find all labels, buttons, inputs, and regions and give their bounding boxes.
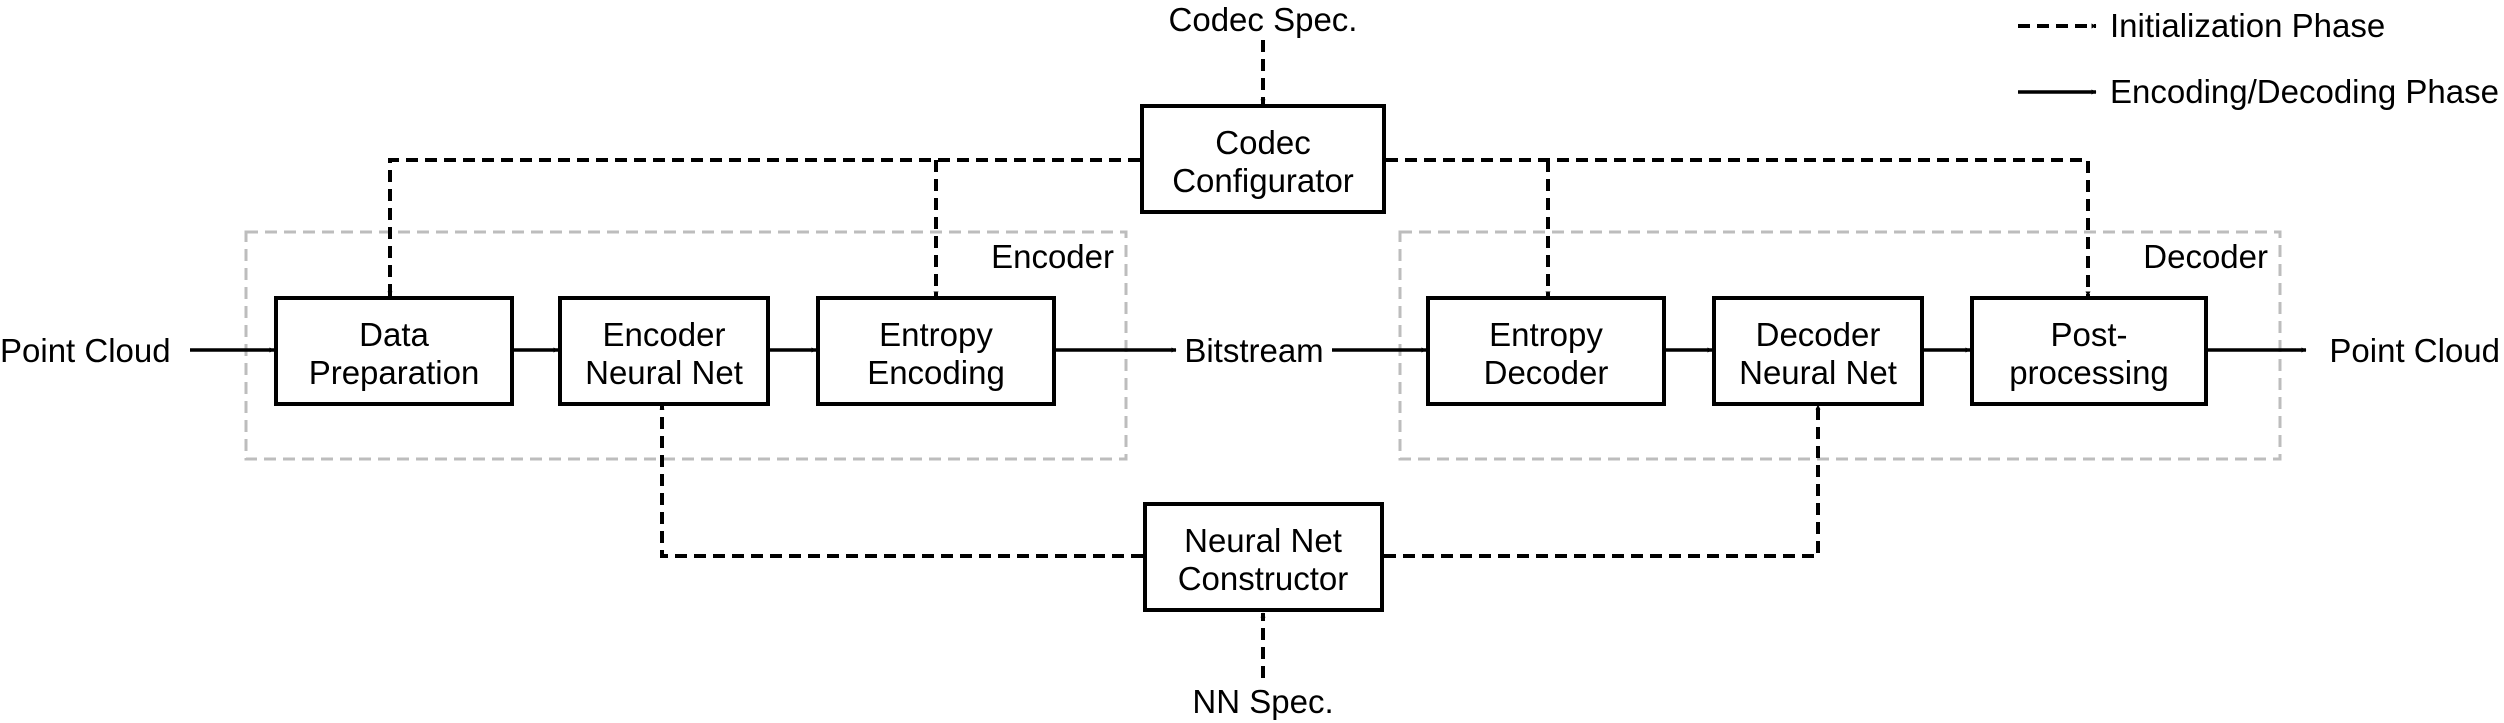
output-point-cloud-label: Point Cloud <box>2329 332 2500 369</box>
svg-text:Entropy: Entropy <box>879 316 993 353</box>
svg-text:Encoder: Encoder <box>603 316 726 353</box>
data-preparation-block: Data Preparation <box>274 296 514 406</box>
constructor-to-decoder-nn-line <box>1384 404 1821 558</box>
svg-text:processing: processing <box>2009 354 2169 391</box>
svg-text:Neural Net: Neural Net <box>1184 522 1342 559</box>
config-to-data-preparation-line <box>387 158 1140 297</box>
encoder-neural-net-block: Encoder Neural Net <box>558 296 770 406</box>
neural-net-constructor-block: Neural Net Constructor <box>1143 502 1384 612</box>
svg-text:Entropy: Entropy <box>1489 316 1603 353</box>
nn-spec-label: NN Spec. <box>1192 683 1333 720</box>
decoder-neural-net-block: Decoder Neural Net <box>1712 296 1924 406</box>
svg-text:Decoder: Decoder <box>1756 316 1881 353</box>
svg-text:Neural Net: Neural Net <box>585 354 743 391</box>
constructor-to-encoder-nn-line <box>659 404 1143 558</box>
svg-text:Preparation: Preparation <box>309 354 480 391</box>
codec-spec-label: Codec Spec. <box>1169 1 1358 38</box>
encoder-group-boundary <box>244 230 1128 461</box>
bitstream-label: Bitstream <box>1184 332 1323 369</box>
entropy-encoding-block: Entropy Encoding <box>816 296 1056 406</box>
config-to-post-processing-line <box>1386 158 2091 297</box>
legend-encoding-decoding-label: Encoding/Decoding Phase <box>2110 73 2499 110</box>
svg-text:Codec: Codec <box>1215 124 1310 161</box>
legend-initialization-label: Initialization Phase <box>2110 7 2385 44</box>
encoder-group-label: Encoder <box>991 238 1114 275</box>
input-point-cloud-label: Point Cloud <box>0 332 171 369</box>
decoder-group-label: Decoder <box>2143 238 2268 275</box>
legend: Initialization Phase Encoding/Decoding P… <box>2018 7 2499 110</box>
decoder-group-boundary <box>1398 230 2282 461</box>
svg-text:Data: Data <box>359 316 429 353</box>
svg-text:Post-: Post- <box>2050 316 2127 353</box>
entropy-decoder-block: Entropy Decoder <box>1426 296 1666 406</box>
svg-text:Neural Net: Neural Net <box>1739 354 1897 391</box>
svg-text:Decoder: Decoder <box>1484 354 1609 391</box>
svg-text:Configurator: Configurator <box>1172 162 1354 199</box>
svg-text:Encoding: Encoding <box>867 354 1005 391</box>
codec-configurator-block: Codec Configurator <box>1140 104 1386 214</box>
svg-text:Constructor: Constructor <box>1178 560 1349 597</box>
post-processing-block: Post- processing <box>1970 296 2208 406</box>
